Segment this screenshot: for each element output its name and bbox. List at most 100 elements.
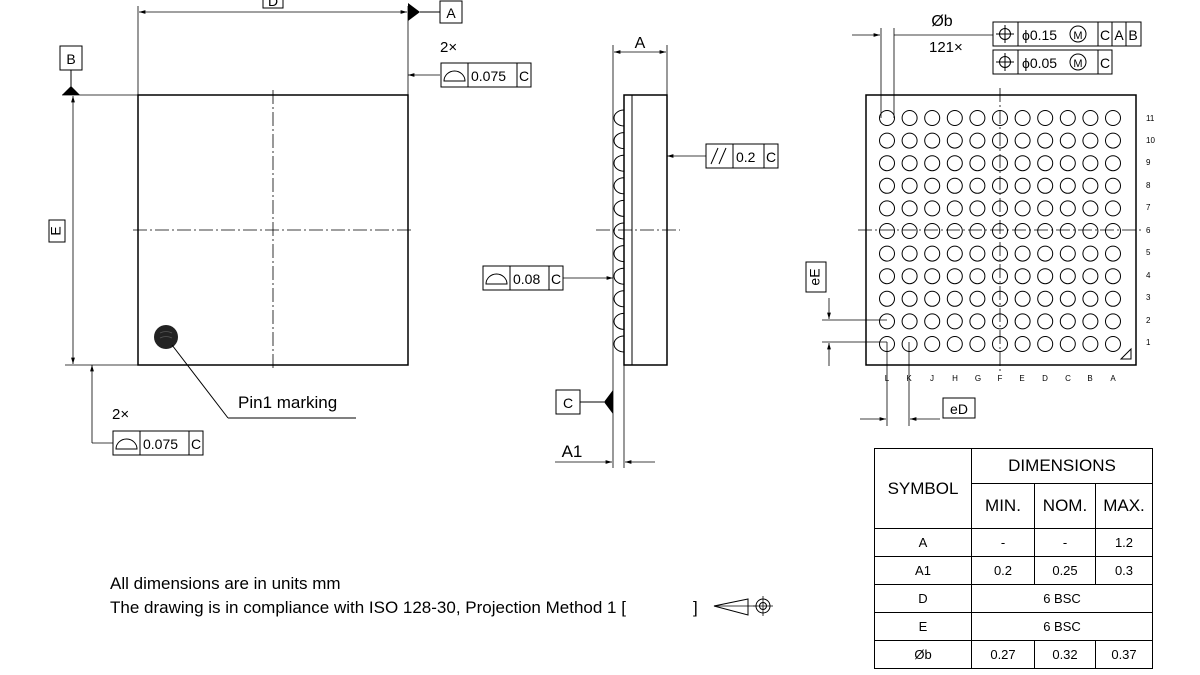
cell-nom: 0.32	[1034, 640, 1096, 669]
solder-ball	[1082, 290, 1099, 307]
pos-tol-1-datum: A	[1114, 27, 1124, 43]
solder-ball	[924, 268, 941, 285]
symbol-header: SYMBOL	[874, 448, 972, 529]
solder-ball	[879, 290, 895, 307]
solder-ball	[1014, 110, 1031, 126]
table-row: E 6 BSC	[874, 612, 1153, 641]
table-row: A - - 1.2	[874, 528, 1153, 557]
solder-ball	[924, 245, 941, 262]
dim-a-label: A	[635, 35, 646, 52]
solder-ball	[879, 132, 895, 149]
solder-ball	[879, 313, 895, 330]
solder-ball	[1082, 177, 1099, 194]
pos-tol-1-datum: B	[1128, 27, 1137, 43]
solder-ball	[1059, 223, 1076, 239]
cell-max: 1.2	[1095, 528, 1153, 557]
solder-ball	[969, 177, 986, 194]
nom-header: NOM.	[1034, 483, 1096, 529]
note-iso-end: ]	[692, 598, 698, 617]
solder-ball	[924, 200, 941, 217]
solder-ball	[901, 313, 918, 330]
bottom-view: 11 10 9 8 7 6 5 4 3 2 1 L K J H G F E D …	[805, 13, 1155, 426]
flatness-count-bottom: 2×	[112, 406, 129, 423]
solder-ball	[946, 200, 963, 217]
solder-ball	[924, 132, 941, 149]
solder-ball	[924, 177, 941, 194]
solder-ball	[924, 313, 941, 330]
col-label: C	[1065, 374, 1071, 383]
position-tolerance-icon	[996, 25, 1014, 43]
solder-ball	[946, 245, 963, 262]
solder-ball	[1082, 110, 1099, 126]
solder-ball	[969, 268, 986, 285]
solder-ball	[1105, 177, 1121, 194]
solder-ball	[969, 245, 986, 262]
solder-ball	[1014, 313, 1031, 330]
row-label: 3	[1146, 293, 1151, 302]
side-ball	[613, 267, 625, 285]
row-label: 4	[1146, 271, 1151, 280]
solder-ball	[1059, 245, 1076, 262]
side-view: A 0.2 C 0.08 C C A1	[482, 35, 779, 468]
solder-ball	[1059, 290, 1076, 307]
solder-ball	[969, 290, 986, 307]
solder-ball	[1105, 313, 1121, 330]
ball-dia-label: Øb	[931, 13, 952, 30]
cell-symbol: A1	[874, 556, 972, 585]
dimension-table: SYMBOL DIMENSIONS MIN. NOM. MAX. A - - 1…	[874, 448, 1153, 669]
solder-ball	[1037, 155, 1054, 172]
solder-ball	[946, 336, 963, 352]
solder-ball	[1105, 223, 1121, 239]
datum-b-label: B	[66, 51, 75, 67]
solder-ball	[1037, 223, 1054, 239]
solder-ball	[901, 132, 918, 149]
solder-ball	[1059, 132, 1076, 149]
solder-ball	[924, 223, 941, 239]
solder-ball	[969, 336, 986, 352]
cell-nom: 0.25	[1034, 556, 1096, 585]
solder-ball	[901, 268, 918, 285]
solder-ball	[1014, 155, 1031, 172]
cell-min: -	[971, 528, 1035, 557]
col-label: G	[975, 374, 981, 383]
solder-ball	[1014, 268, 1031, 285]
solder-ball	[946, 110, 963, 126]
flatness-datum-top: C	[519, 68, 529, 84]
solder-ball	[879, 223, 895, 239]
solder-ball	[1082, 313, 1099, 330]
pos-tol-1-modifier: M	[1073, 30, 1082, 42]
row-label: 9	[1146, 158, 1151, 167]
table-row: Øb 0.27 0.32 0.37	[874, 640, 1153, 669]
row-label: 6	[1146, 226, 1151, 235]
solder-ball	[924, 110, 941, 126]
ball-grid	[879, 110, 1121, 352]
row-label: 8	[1146, 181, 1151, 190]
pitch-d-label: eD	[950, 401, 968, 417]
solder-ball	[946, 268, 963, 285]
parallelism-value: 0.2	[736, 149, 756, 165]
datum-c-label: C	[563, 395, 573, 411]
pos-tol-1-datum: C	[1100, 27, 1110, 43]
solder-ball	[1082, 200, 1099, 217]
position-tolerance-icon	[996, 53, 1014, 71]
surface-profile-icon	[485, 273, 508, 285]
solder-ball	[924, 336, 941, 352]
solder-ball	[946, 132, 963, 149]
solder-ball	[901, 110, 918, 126]
solder-ball	[924, 155, 941, 172]
profile-value: 0.08	[513, 271, 540, 287]
cell-symbol: Øb	[874, 640, 972, 669]
pos-tol-2-value: ϕ0.05	[1022, 55, 1057, 71]
pin1-marker-dot	[154, 325, 178, 349]
solder-ball	[879, 245, 895, 262]
solder-ball	[1059, 336, 1076, 352]
solder-ball	[946, 155, 963, 172]
row-label: 5	[1146, 248, 1151, 257]
cell-max: 0.37	[1095, 640, 1153, 669]
solder-ball	[901, 200, 918, 217]
profile-datum: C	[551, 271, 561, 287]
flatness-value-top: 0.075	[471, 68, 506, 84]
solder-ball	[1082, 132, 1099, 149]
side-ball	[613, 312, 625, 330]
solder-ball	[879, 268, 895, 285]
